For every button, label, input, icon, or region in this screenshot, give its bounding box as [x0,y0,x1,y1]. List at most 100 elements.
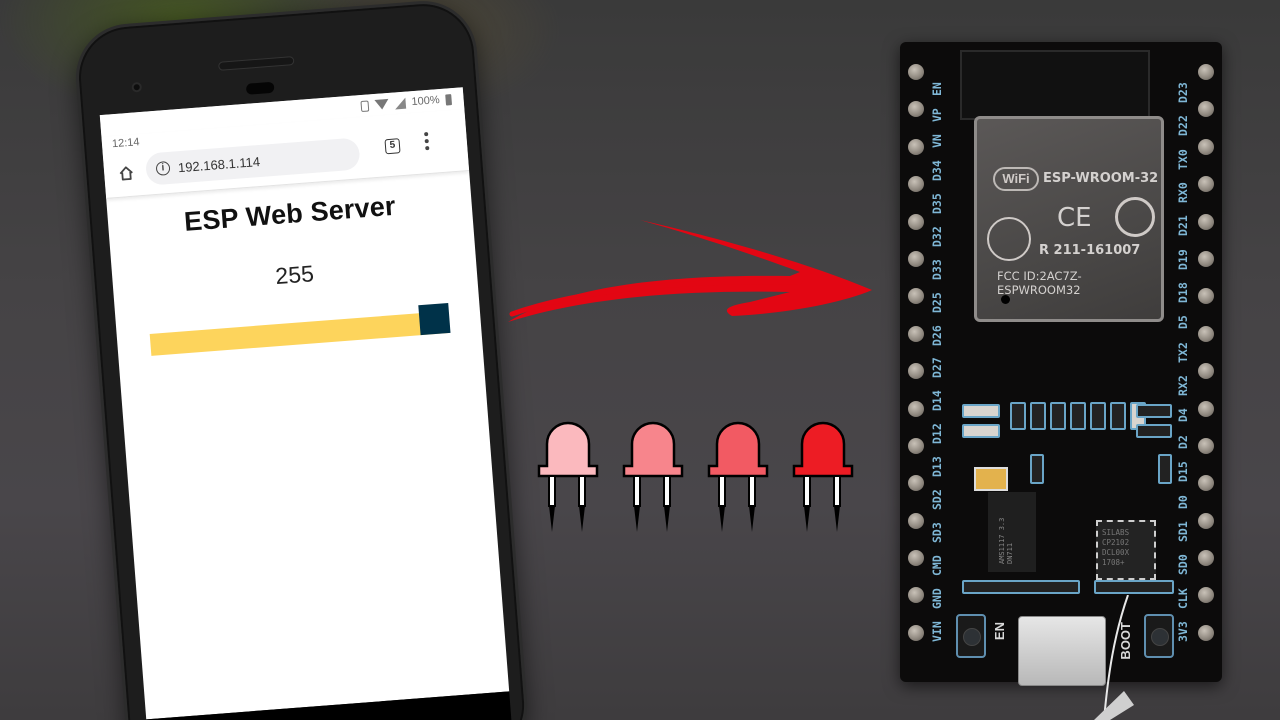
micro-usb-port[interactable] [1018,616,1106,686]
pin-label: SD1 [1176,521,1190,542]
pin-label: CMD [930,555,944,577]
wifi-icon [374,98,390,110]
pin1-marker [1001,295,1010,304]
status-time: 12:14 [111,136,140,151]
right-pin-labels: 3V3 CLK SD0 SD1 D0 D15 D2 D4 RX2 TX2 D5 … [1176,82,1190,642]
pin-label: D4 [1176,408,1190,423]
pin-label: TX0 [1176,148,1190,170]
page-title: ESP Web Server [183,190,397,237]
led-icon [792,421,854,532]
smartphone: 100% 12:14 i 192.168.1.114 5 ESP Web Ser… [72,0,532,720]
slider-value: 255 [274,260,315,290]
pcb-antenna [960,50,1150,120]
pin-label: SD3 [930,522,944,544]
pin-label: VIN [930,621,944,642]
telec-logo-icon [987,217,1031,261]
front-camera [131,81,143,93]
ce-mark-icon: CE [1057,203,1092,233]
pin-label: D22 [1176,115,1190,137]
pin-label: D25 [930,291,944,313]
pin-label: D18 [1176,282,1190,303]
tantalum-capacitor [974,467,1008,491]
smd-resistor [962,424,1000,438]
pin-label: EN [930,82,944,96]
slider-thumb[interactable] [418,302,451,336]
smd-resistor-row [962,580,1080,594]
cert-id: R 211-161007 [1039,243,1141,258]
voltage-regulator: AMS1117 3.3 DN711 [988,492,1036,572]
pin-label: VN [930,134,944,148]
esp-wroom-32-module: WiFi ESP-WROOM-32 CE R 211-161007 FCC ID… [974,116,1164,322]
smd-resistor [1030,454,1044,484]
phone-speaker [218,56,295,71]
pin-label: RX0 [1176,182,1190,203]
pin-label: D23 [1176,82,1190,103]
pwm-slider[interactable] [149,302,451,356]
smd-led [1010,402,1026,430]
espressif-logo-icon [1115,197,1155,237]
pin-label: RX2 [1176,375,1190,397]
tabs-button[interactable]: 5 [384,138,401,155]
pin-label: D32 [930,225,944,247]
pin-label: SD0 [1176,554,1190,576]
pin-label: TX2 [1176,341,1190,363]
pin-label: GND [930,588,944,610]
left-pin-labels: VIN GND CMD SD3 SD2 D13 D12 D14 D27 D26 … [930,82,944,642]
phone-earpiece [245,81,275,95]
signal-icon [394,97,406,109]
web-page: ESP Web Server 255 [106,171,481,358]
pin-label: D14 [930,390,944,412]
pin-label: D15 [1176,461,1190,483]
led-row [536,414,856,534]
pin-label: D0 [1176,494,1190,509]
pin-label: D19 [1176,248,1190,270]
battery-icon [445,93,452,106]
pin-label: D33 [930,258,944,280]
smd-resistor [1136,404,1172,418]
led-icon [622,421,684,532]
pin-label: SD2 [930,489,944,511]
red-arrow-icon [508,220,872,322]
pin-label: 3V3 [1176,621,1190,642]
smd-resistor [1158,454,1172,484]
pin-label: VP [930,108,944,122]
vibrate-icon [360,99,370,112]
home-icon[interactable] [118,165,135,182]
right-header-pins [1198,64,1218,662]
info-icon[interactable]: i [155,160,171,176]
battery-percent: 100% [411,94,441,109]
led-icon [707,421,769,532]
en-button[interactable] [956,614,986,658]
pin-label: D35 [930,193,944,214]
smd-resistor [1090,402,1106,430]
wifi-logo-icon: WiFi [993,167,1039,191]
smd-resistor [1030,402,1046,430]
usb-cable [1094,595,1134,720]
led-icon [537,421,599,532]
pin-label: D34 [930,160,944,181]
smd-resistor [1050,402,1066,430]
smd-resistor-row [1094,580,1174,594]
url-text[interactable]: 192.168.1.114 [177,153,261,175]
fcc-id: FCC ID:2AC7Z-ESPWROOM32 [997,269,1082,297]
pin-label: D12 [930,423,944,445]
pin-label: D5 [1176,315,1190,330]
pin-label: D21 [1176,215,1190,237]
smd-resistor [1136,424,1172,438]
pin-label: D26 [930,324,944,346]
left-header-pins [908,64,928,662]
pin-label: D13 [930,456,944,478]
address-bar[interactable]: i 192.168.1.114 [144,137,361,186]
phone-screen: 100% 12:14 i 192.168.1.114 5 ESP Web Ser… [99,87,510,720]
boot-button[interactable] [1144,614,1174,658]
pin-label: D27 [930,357,944,379]
en-button-label: EN [992,622,1007,641]
browser-toolbar: 12:14 i 192.168.1.114 5 [101,109,470,199]
pin-label: D2 [1176,435,1190,449]
smd-resistor [962,404,1000,418]
overflow-menu-icon[interactable] [424,131,430,153]
module-name: ESP-WROOM-32 [1043,171,1159,186]
smd-resistor [1070,402,1086,430]
esp32-devkit-board: WiFi ESP-WROOM-32 CE R 211-161007 FCC ID… [900,42,1222,686]
usb-uart-chip: SILABS CP2102 DCL00X 1708+ [1096,520,1156,580]
